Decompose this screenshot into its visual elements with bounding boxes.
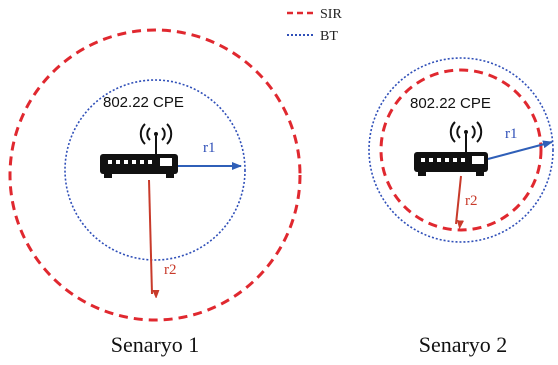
r2-arrow [455, 175, 461, 224]
legend-sir-label: SIR [320, 7, 342, 22]
r2-label: r2 [465, 193, 478, 209]
device-label: 802.22 CPE [410, 95, 491, 112]
r1-label: r1 [203, 140, 216, 156]
caption: Senaryo 2 [419, 332, 508, 357]
bt-circle [64, 79, 246, 261]
wifi-icon [449, 121, 483, 154]
sir-circle [8, 28, 302, 322]
legend: SIR BT [287, 7, 342, 44]
sir-circle [379, 68, 543, 232]
router-icon [414, 152, 488, 176]
wifi-icon [139, 123, 173, 156]
r1-label: r1 [505, 126, 518, 142]
scenario-1: 802.22 CPE r1 r2 Senaryo 1 [8, 28, 302, 357]
bt-circle [368, 57, 554, 243]
legend-bt-label: BT [320, 29, 338, 44]
scenario-2: 802.22 CPE r1 r2 Senaryo 2 [368, 57, 554, 357]
device-label: 802.22 CPE [103, 94, 184, 111]
r1-arrow [487, 140, 553, 160]
router-icon [100, 154, 178, 178]
r2-arrow [148, 179, 152, 294]
r2-label: r2 [164, 262, 177, 278]
caption: Senaryo 1 [111, 332, 200, 357]
